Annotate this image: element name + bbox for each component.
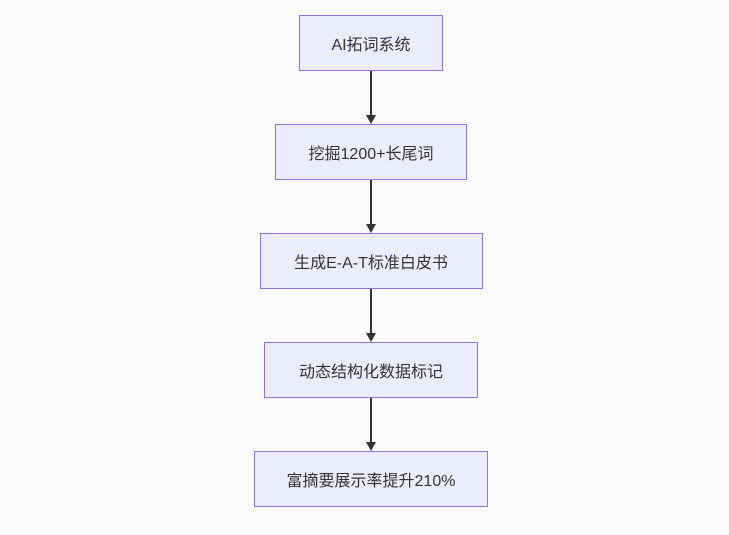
flow-node-rich-snippet-rate: 富摘要展示率提升210% [254, 451, 488, 507]
flow-node-ai-keyword-system: AI拓词系统 [299, 15, 443, 71]
flow-node-eat-whitepaper: 生成E-A-T标准白皮书 [259, 233, 483, 289]
flowchart: AI拓词系统 挖掘1200+长尾词 生成E-A-T标准白皮书 动态结构化数据标记… [254, 15, 488, 507]
arrow-head-icon [366, 442, 376, 451]
flow-node-label: 挖掘1200+长尾词 [308, 146, 434, 163]
arrow-down-icon [366, 180, 376, 233]
flow-node-label: 生成E-A-T标准白皮书 [294, 255, 448, 272]
arrow-head-icon [366, 333, 376, 342]
arrow-line [370, 180, 372, 224]
flow-node-label: 动态结构化数据标记 [298, 364, 443, 381]
flow-node-structured-data-markup: 动态结构化数据标记 [264, 342, 478, 398]
arrow-down-icon [366, 398, 376, 451]
arrow-down-icon [366, 289, 376, 342]
flow-node-label: 富摘要展示率提升210% [286, 473, 456, 490]
flow-node-longtail-keywords: 挖掘1200+长尾词 [275, 124, 467, 180]
arrow-down-icon [366, 71, 376, 124]
arrow-head-icon [366, 224, 376, 233]
flow-node-label: AI拓词系统 [331, 37, 411, 54]
arrow-line [370, 71, 372, 115]
arrow-head-icon [366, 115, 376, 124]
arrow-line [370, 398, 372, 442]
arrow-line [370, 289, 372, 333]
